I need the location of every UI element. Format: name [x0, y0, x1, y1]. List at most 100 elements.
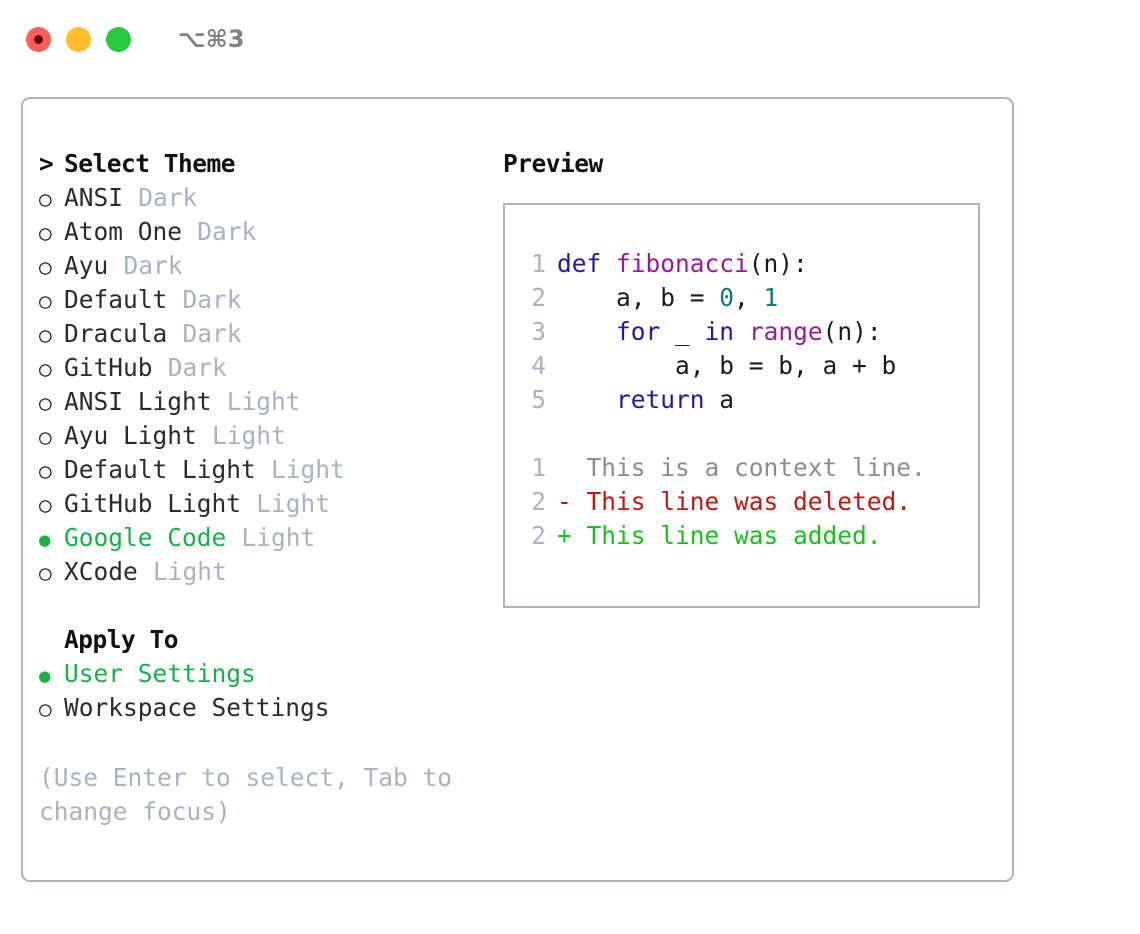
theme-option-label: Ayu Light: [64, 421, 197, 450]
apply-to-option-label: User Settings: [64, 659, 256, 688]
theme-variant-badge: Dark: [197, 217, 257, 246]
diff-line-text: This line was added.: [586, 521, 882, 550]
code-token-plain: a: [704, 385, 735, 414]
list-spacer: [39, 589, 479, 623]
theme-option-ayu[interactable]: ○ Ayu Dark: [39, 249, 479, 283]
theme-option-label: GitHub: [64, 353, 153, 382]
radio-selected-icon: ●: [39, 665, 51, 687]
radio-unselected-icon: ○: [39, 289, 52, 313]
apply-to-option-workspace-settings[interactable]: ○Workspace Settings: [39, 691, 479, 725]
diff-spacer: [572, 451, 587, 485]
diff-sample: 1 This is a context line.2- This line wa…: [523, 451, 978, 553]
theme-variant-badge: Light: [152, 557, 227, 586]
radio-unselected-icon: ○: [39, 187, 52, 211]
apply-to-list: ● User Settings ○Workspace Settings: [39, 657, 479, 725]
code-token-num: 1: [763, 283, 779, 312]
code-line-content: return a: [557, 383, 734, 417]
code-line-content: for _ in range(n):: [557, 315, 882, 349]
theme-option-label: ANSI: [64, 183, 124, 212]
diff-line: 2+ This line was added.: [523, 519, 978, 553]
diff-spacer: [572, 519, 587, 553]
radio-unselected-icon: ○: [39, 255, 52, 279]
code-token-kw: for: [616, 317, 661, 346]
code-line: 4 a, b = b, a + b: [523, 349, 978, 383]
code-token-fn: fibonacci: [616, 249, 749, 278]
theme-variant-badge: Dark: [123, 251, 183, 280]
code-token-plain: [734, 317, 749, 346]
code-diff-gap: [523, 417, 978, 451]
theme-option-label: Ayu: [64, 251, 109, 280]
theme-variant-badge: Light: [226, 387, 301, 416]
diff-line-text: This line was deleted.: [586, 487, 912, 516]
minimize-window-button[interactable]: [66, 26, 91, 52]
apply-to-option-user-settings[interactable]: ● User Settings: [39, 657, 479, 691]
code-token-kw: in: [704, 317, 735, 346]
code-line: 5 return a: [523, 383, 978, 417]
line-number: 4: [531, 351, 546, 380]
theme-option-label: GitHub Light: [64, 489, 242, 518]
radio-unselected-icon: ○: [39, 391, 52, 415]
close-window-button[interactable]: [26, 26, 51, 52]
diff-marker: [557, 451, 572, 485]
radio-unselected-icon: ○: [39, 697, 52, 721]
code-token-plain: (n):: [822, 317, 882, 346]
theme-option-label: ANSI Light: [64, 387, 212, 416]
theme-variant-badge: Dark: [138, 183, 198, 212]
theme-option-github[interactable]: ○ GitHub Dark: [39, 351, 479, 385]
apply-to-header-row: ○ Apply To: [39, 623, 479, 657]
radio-selected-icon: ●: [39, 529, 51, 551]
code-token-plain: a, b = b, a + b: [557, 351, 897, 380]
radio-unselected-icon: ○: [39, 357, 52, 381]
code-token-plain: _: [660, 317, 705, 346]
line-number: 2: [531, 283, 546, 312]
theme-option-label: Default: [64, 285, 168, 314]
line-number: 1: [531, 453, 546, 482]
code-token-plain: [557, 385, 616, 414]
code-token-plain: [557, 317, 616, 346]
traffic-light-controls: [26, 26, 131, 52]
radio-unselected-icon: ○: [39, 459, 52, 483]
code-line-content: a, b = b, a + b: [557, 349, 896, 383]
line-number: 5: [531, 385, 546, 414]
code-line: 3 for _ in range(n):: [523, 315, 978, 349]
diff-marker: +: [557, 521, 572, 550]
line-number: 2: [531, 487, 546, 516]
theme-option-ansi-light[interactable]: ○ ANSI Light Light: [39, 385, 479, 419]
diff-line-text: This is a context line.: [586, 453, 926, 482]
window-titlebar: ⌥⌘3: [0, 0, 1140, 78]
theme-variant-badge: Light: [211, 421, 286, 450]
keyboard-hint: (Use Enter to select, Tab to change focu…: [39, 763, 467, 826]
apply-to-header-indent: ○: [39, 624, 64, 658]
code-line-content: def fibonacci(n):: [557, 247, 808, 281]
diff-spacer: [572, 485, 587, 519]
code-line: 1 def fibonacci(n):: [523, 247, 978, 281]
radio-unselected-icon: ○: [39, 561, 52, 585]
line-number: 3: [531, 317, 546, 346]
theme-variant-badge: Light: [241, 523, 316, 552]
preview-title: Preview: [503, 149, 603, 178]
code-line: 2 a, b = 0, 1: [523, 281, 978, 315]
code-token-kw: def: [557, 249, 617, 278]
theme-variant-badge: Dark: [167, 353, 227, 382]
code-token-plain: (n):: [748, 249, 808, 278]
line-number: 1: [531, 249, 546, 278]
theme-variant-badge: Light: [270, 455, 345, 484]
select-theme-header-row: > Select Theme: [39, 147, 479, 181]
maximize-window-button[interactable]: [106, 26, 131, 52]
theme-option-ansi[interactable]: ○ ANSI Dark: [39, 181, 479, 215]
